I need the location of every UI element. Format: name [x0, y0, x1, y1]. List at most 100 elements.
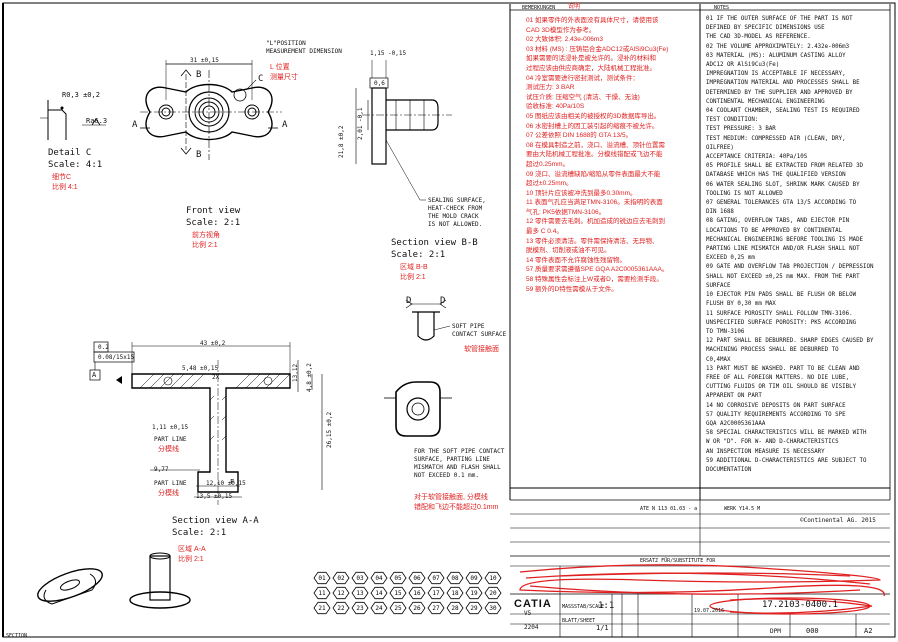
- en-note-line: 59 ADDITIONAL D-CHARACTERISTICS ARE SUBJ…: [706, 457, 867, 464]
- cn-note-line: 01 如果零件的外表面没有具体尺寸，请使用该: [526, 17, 659, 24]
- balloon-hex: [370, 571, 388, 585]
- catia-year: 2204: [524, 624, 539, 631]
- cn-note-line: 02 大致体积: 2.43e-006m3: [526, 36, 603, 44]
- gdt-value-2: 0.08/15x15: [98, 354, 135, 361]
- cn-note-line: CAD 3D模型作为参考。: [526, 26, 596, 34]
- cn-note-line: 08 在模具制造之前，浇口、溢流槽、顶针位置需: [526, 141, 666, 149]
- label-a-1: A: [132, 120, 138, 130]
- sheet-value: 1/1: [596, 624, 609, 632]
- dim-48: 4,8 ±0,2: [306, 363, 313, 392]
- sealing-2: HEAT-CHECK FROM: [428, 205, 483, 212]
- gdt-value-1: 0.2: [98, 344, 109, 351]
- catia-version: V5: [524, 610, 532, 617]
- balloon-label: 08: [451, 575, 459, 582]
- en-note-line: IMPREGNATION IS ACCEPTABLE IF NECESSARY,: [706, 71, 846, 78]
- l-position-2: MEASUREMENT DIMENSION: [266, 48, 342, 55]
- balloon-hex: [351, 586, 369, 600]
- section-local-geometry: [384, 381, 452, 437]
- cn-note-line: 10 顶针片应该被冲洗到最多0.30mm。: [526, 189, 637, 197]
- l-position-cn1: L 位置: [270, 64, 290, 71]
- section-bb-cn2: 比例 2:1: [400, 274, 426, 281]
- section-bb-scale: Scale: 2:1: [391, 250, 446, 260]
- part-line-cn1: 分模线: [158, 446, 179, 453]
- dim-43: 43 ±0,2: [200, 340, 226, 347]
- detail-c-scale: Scale: 4:1: [48, 160, 103, 170]
- cn-note-line: 58 特殊属性会标注上W或者D，需要检测手段。: [526, 276, 663, 284]
- dim-31: 31 ±0,15: [190, 57, 219, 64]
- en-note-line: DETERMINED BY THE SUPPLIER AND APPROVED …: [706, 89, 853, 96]
- cn-note-line: 03 材料 (MS) : 压铸铝合金ADC12或AlSi9Cu3(Fe): [526, 45, 669, 53]
- isometric-view: [37, 552, 191, 609]
- cn-note-line: 超过±0.25mm。: [526, 180, 573, 188]
- en-note-line: CONTINENTAL MECHANICAL ENGINEERING: [706, 98, 825, 105]
- balloon-label: 18: [451, 590, 459, 597]
- cn-note-line: 11 表面气孔应当满足TMN-3106。未指明的表面: [526, 199, 663, 207]
- en-note-line: AN INSPECTION MEASURE IS NECESSARY: [706, 448, 825, 455]
- cn-note-line: 最多 C 0.4。: [526, 228, 563, 236]
- section-aa-scale: Scale: 2:1: [172, 528, 227, 538]
- header-shuoming: 说明: [568, 4, 581, 10]
- dim-111: 1,11 ±0,15: [152, 424, 189, 431]
- en-note-line: 02 THE VOLUME APPROXIMATELY: 2.432e-006m…: [706, 43, 850, 50]
- english-notes-list: 01 IF THE OUTER SURFACE OF THE PART IS N…: [706, 15, 890, 475]
- dim-135: 13,5 ±0,15: [196, 493, 233, 500]
- front-view-scale: Scale: 2:1: [186, 218, 241, 228]
- front-view-title: Front view: [186, 206, 241, 216]
- part-line-2: PART LINE: [154, 480, 187, 487]
- material-ref: WERK Y14.5 M: [724, 506, 761, 512]
- dim-2615: 26,15 ±0,2: [326, 411, 333, 448]
- sheet-label: BLATT/SHEET: [562, 618, 596, 624]
- cn-note-line: 14 零件表面不允许腐蚀性残留物。: [526, 256, 627, 264]
- balloon-hex: [351, 601, 369, 615]
- label-c: C: [258, 74, 264, 84]
- en-note-line: FREE OF ALL FOREIGN MATTERS. NO DIE LUBE…: [706, 374, 850, 381]
- dim-r03: R0,3 ±0,2: [62, 91, 100, 99]
- balloon-hex: [465, 601, 483, 615]
- cn-note-line: 脱模剂、切削液或油不可见。: [526, 247, 611, 255]
- datum-a: A: [92, 371, 97, 379]
- balloon-hex: [484, 586, 502, 600]
- balloon-hex: [370, 601, 388, 615]
- balloon-hex: [465, 571, 483, 585]
- en-note-line: 10 EJECTOR PIN PADS SHALL BE FLUSH OR BE…: [706, 292, 857, 299]
- en-note-line: 03 MATERIAL (MS): ALUMINUM CASTING ALLOY: [706, 52, 846, 59]
- en-note-line: MECHANICAL ENGINEERING BEFORE TOOLING IS…: [706, 236, 864, 243]
- label-b-1: B: [196, 70, 202, 80]
- detail-c-geometry: [40, 100, 106, 140]
- soft-pipe-note-4: NOT EXCEED 0.1 mm.: [414, 472, 480, 479]
- label-d-1: D: [406, 296, 412, 306]
- detail-c-title: Detail C: [48, 148, 92, 158]
- balloon-label: 12: [337, 590, 345, 597]
- document-number: 17.2103-0400.1: [762, 600, 838, 610]
- balloon-hex: [427, 601, 445, 615]
- balloon-hex: [351, 571, 369, 585]
- sealing-3: THE MOLD CRACK: [428, 213, 479, 220]
- cn-note-line: 测试压力: 3 BAR: [526, 84, 575, 92]
- balloon-label: 01: [318, 575, 326, 582]
- balloon-hex: [313, 586, 331, 600]
- balloon-hex: [332, 586, 350, 600]
- en-note-line: PARTING LINE MISMATCH AND/OR FLASH SHALL…: [706, 246, 860, 253]
- balloon-label: 14: [375, 590, 383, 597]
- soft-pipe-note-cn1: 对于软管接触面, 分模线: [414, 494, 488, 501]
- balloon-label: 02: [337, 575, 345, 582]
- en-note-line: THE CAD 3D-MODEL AS REFERENCE.: [706, 34, 811, 41]
- front-view-geometry: [140, 60, 282, 160]
- en-note-line: APPARENT ON PART: [706, 393, 762, 400]
- cn-note-line: 要由大陆机械工程批准。分模线错配或飞边不能: [526, 151, 663, 159]
- balloon-label: 23: [356, 605, 364, 612]
- dim-ra63: Ra6.3: [86, 117, 108, 125]
- en-note-line: DIN 1688: [706, 209, 734, 216]
- balloon-label: 15: [394, 590, 402, 597]
- cn-note-line: 气孔: PK5依据TMN-3106。: [526, 208, 606, 216]
- balloon-label: 20: [489, 590, 497, 597]
- en-note-line: EXCEED 0,25 mm: [706, 255, 755, 262]
- chinese-notes-list: 01 如果零件的外表面没有具体尺寸，请使用该 CAD 3D模型作为参考。 02 大致…: [526, 16, 698, 294]
- en-note-line: SURFACE: [706, 282, 731, 289]
- cn-note-line: 57 质量要求需遵循SPE GQA A2C0005361AAA。: [526, 266, 669, 274]
- dim-06: 0,6: [374, 80, 385, 87]
- balloon-label: 27: [432, 605, 440, 612]
- sealing-1: SEALING SURFACE,: [428, 197, 486, 204]
- cn-note-line: 超过0.25mm。: [526, 160, 569, 168]
- balloon-hex: [427, 586, 445, 600]
